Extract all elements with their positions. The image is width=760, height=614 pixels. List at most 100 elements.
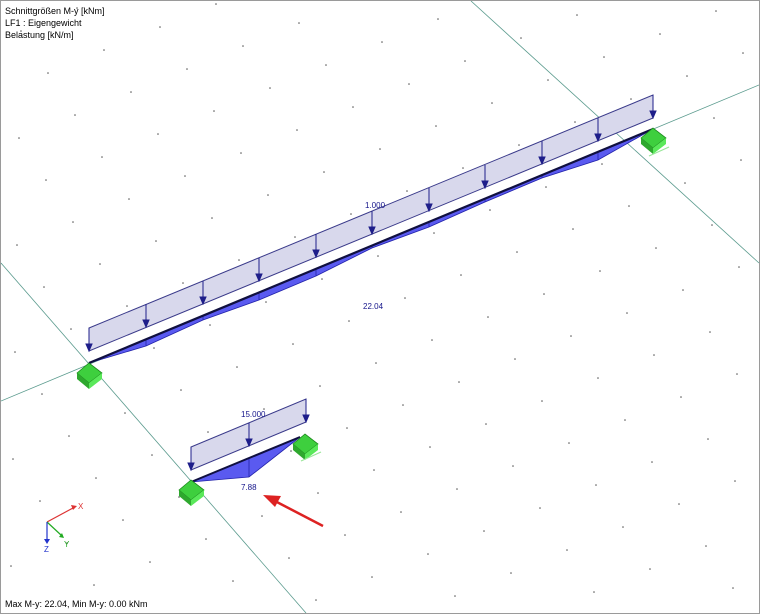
grid-point bbox=[628, 205, 630, 207]
grid-point bbox=[321, 278, 323, 280]
grid-point bbox=[371, 576, 373, 578]
beam1-max-moment-label: 22.04 bbox=[363, 302, 384, 311]
z-axis-label: Z bbox=[44, 545, 49, 554]
x-axis-line bbox=[46, 507, 74, 523]
beam1-load-value: 1.000 bbox=[365, 201, 386, 210]
beam2-load-band[interactable] bbox=[187, 398, 310, 472]
grid-point bbox=[236, 366, 238, 368]
grid-point bbox=[180, 389, 182, 391]
grid-point bbox=[124, 412, 126, 414]
grid-point bbox=[10, 565, 12, 567]
beam1-support-right[interactable] bbox=[640, 127, 670, 157]
beam1-support-left[interactable] bbox=[76, 362, 103, 389]
grid-point bbox=[95, 477, 97, 479]
grid-point bbox=[686, 75, 688, 77]
grid-point bbox=[16, 244, 18, 246]
grid-point bbox=[323, 171, 325, 173]
grid-point bbox=[734, 480, 736, 482]
beam1-load-band[interactable] bbox=[85, 94, 657, 353]
grid-point bbox=[545, 186, 547, 188]
grid-point bbox=[269, 87, 271, 89]
grid-point bbox=[99, 263, 101, 265]
grid-point bbox=[153, 347, 155, 349]
grid-point bbox=[464, 60, 466, 62]
beam1-load-arrows bbox=[85, 95, 657, 353]
grid-point bbox=[18, 137, 20, 139]
grid-point bbox=[184, 175, 186, 177]
grid-point bbox=[267, 194, 269, 196]
grid-point bbox=[20, 30, 22, 32]
grid-point bbox=[574, 121, 576, 123]
grid-point bbox=[238, 259, 240, 261]
grid-point bbox=[518, 144, 520, 146]
grid-point bbox=[429, 446, 431, 448]
grid-point bbox=[576, 14, 578, 16]
beam1-member-line[interactable] bbox=[88, 127, 654, 365]
grid-point bbox=[352, 106, 354, 108]
grid-point bbox=[711, 224, 713, 226]
grid-point bbox=[151, 454, 153, 456]
grid-point bbox=[263, 408, 265, 410]
grid-point bbox=[265, 301, 267, 303]
grid-point bbox=[740, 159, 742, 161]
beam2-member-line[interactable] bbox=[190, 436, 301, 483]
grid-point bbox=[458, 381, 460, 383]
grid-point bbox=[520, 37, 522, 39]
grid-point bbox=[400, 511, 402, 513]
beam1-moment-diagram[interactable] bbox=[88, 127, 654, 365]
grid-point bbox=[680, 396, 682, 398]
grid-point bbox=[346, 427, 348, 429]
grid-point bbox=[126, 305, 128, 307]
grid-point bbox=[319, 385, 321, 387]
grid-point bbox=[713, 117, 715, 119]
grid-point bbox=[483, 530, 485, 532]
grid-points bbox=[10, 3, 744, 601]
grid-point bbox=[72, 221, 74, 223]
grid-point bbox=[211, 217, 213, 219]
grid-point bbox=[682, 289, 684, 291]
grid-point bbox=[705, 545, 707, 547]
grid-point bbox=[68, 435, 70, 437]
grid-point bbox=[516, 251, 518, 253]
grid-point bbox=[543, 293, 545, 295]
grid-point bbox=[12, 458, 14, 460]
grid-point bbox=[325, 64, 327, 66]
grid-point bbox=[408, 83, 410, 85]
grid-point bbox=[456, 488, 458, 490]
grid-point bbox=[572, 228, 574, 230]
grid-point bbox=[209, 324, 211, 326]
grid-point bbox=[435, 125, 437, 127]
grid-point bbox=[510, 572, 512, 574]
grid-point bbox=[626, 312, 628, 314]
grid-point bbox=[431, 339, 433, 341]
beam2-support-left[interactable] bbox=[178, 479, 205, 506]
grid-point bbox=[215, 3, 217, 5]
beam2-support-right[interactable] bbox=[292, 433, 322, 462]
grid-point bbox=[74, 114, 76, 116]
grid-point bbox=[541, 400, 543, 402]
grid-point bbox=[149, 561, 151, 563]
grid-point bbox=[512, 465, 514, 467]
grid-point bbox=[242, 45, 244, 47]
grid-point bbox=[375, 362, 377, 364]
axes-triad: X Y Z bbox=[44, 502, 84, 554]
grid-point bbox=[261, 515, 263, 517]
grid-point bbox=[402, 404, 404, 406]
grid-point bbox=[597, 377, 599, 379]
grid-point bbox=[603, 56, 605, 58]
grid-point bbox=[155, 240, 157, 242]
red-annotation-arrow bbox=[263, 495, 324, 528]
grid-point bbox=[738, 266, 740, 268]
beam2-moment-diagram[interactable] bbox=[190, 436, 301, 483]
grid-point bbox=[298, 22, 300, 24]
grid-point bbox=[296, 129, 298, 131]
grid-point bbox=[736, 373, 738, 375]
grid-point bbox=[39, 500, 41, 502]
grid-point bbox=[427, 553, 429, 555]
grid-point bbox=[601, 163, 603, 165]
grid-point bbox=[76, 7, 78, 9]
grid-point bbox=[122, 519, 124, 521]
grid-point bbox=[684, 182, 686, 184]
